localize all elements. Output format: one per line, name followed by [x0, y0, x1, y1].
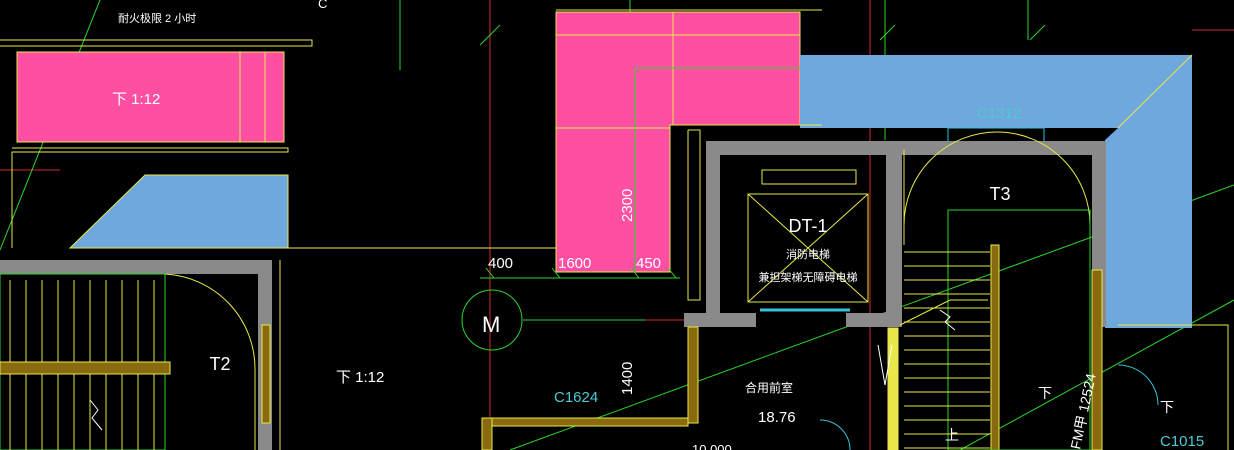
- shaft-right-diagonal: [1117, 54, 1193, 129]
- wall-t2-top: [0, 260, 272, 274]
- window-label-c1015: C1015: [1160, 433, 1204, 450]
- dim-2300: 2300: [619, 189, 636, 222]
- door-swing-right: [1117, 364, 1159, 406]
- stair-t2-label: T2: [209, 354, 230, 374]
- partial-bottom-label: 10.000: [692, 442, 732, 450]
- shaft-areas: [68, 54, 1193, 328]
- partial-c-label: C: [318, 0, 327, 11]
- door-swing-hall: [819, 419, 851, 450]
- ramp-label-top: 下 1:12: [112, 91, 160, 108]
- elevator-desc-line2: 兼担架梯无障碍电梯: [759, 270, 858, 284]
- marker-circle: [461, 289, 523, 351]
- down-label-right: 下: [1038, 385, 1052, 401]
- shaft-right: [800, 55, 1192, 328]
- dimensions: 400 1600 450 2300 1400: [485, 189, 677, 395]
- tick-3: [479, 24, 501, 46]
- elevator-car-box: [747, 193, 869, 303]
- text-labels: 耐火极限 2 小时 下 1:12 下 1:12 C1312 C1624 C101…: [112, 0, 1204, 450]
- columns: [261, 244, 1103, 450]
- wall-left-mid: [11, 147, 289, 248]
- stair-t2-curve: [164, 273, 256, 450]
- dim-1600: 1600: [558, 255, 591, 272]
- dim-tick-2: [551, 267, 561, 279]
- dim-tick-1: [485, 267, 495, 279]
- door-swings: [819, 344, 1159, 450]
- window-label-c1624: C1624: [554, 389, 598, 406]
- door-leaf-mark: [877, 344, 893, 386]
- stair-t3-label: T3: [989, 184, 1010, 204]
- elevator-cross-icon: [747, 193, 869, 303]
- column-t2: [261, 324, 271, 424]
- wall-elevator-top: [706, 141, 1106, 155]
- stair-t3-boundary: [947, 209, 1091, 450]
- wall-post: [687, 129, 701, 301]
- elevator-desc-line1: 消防电梯: [786, 247, 830, 261]
- dim-400: 400: [488, 255, 513, 272]
- circle-marker-icon: M: [461, 289, 523, 351]
- stair-t2-handrail: [0, 361, 171, 375]
- room-area: 18.76: [758, 409, 796, 426]
- dim-tick-4: [667, 267, 677, 279]
- wall-mid: [288, 247, 557, 272]
- stair-t3-curve: [903, 131, 1091, 245]
- stair-t2-break-icon: [89, 399, 103, 431]
- dim-450: 450: [636, 255, 661, 272]
- column-hall-bottom: [481, 417, 689, 427]
- stair-t2: T2: [0, 273, 256, 450]
- wall-elevator-bottom-left: [684, 313, 756, 327]
- stair-handrail-t3: [990, 244, 1000, 450]
- wall-top-left: [0, 39, 313, 47]
- stair-t3: T3 上: [899, 131, 1091, 450]
- tick-1: [879, 24, 896, 41]
- column-t3-right: [1091, 269, 1103, 450]
- stair-direction-arrow-icon: [939, 309, 956, 331]
- stair-up-mark: 上: [945, 427, 959, 443]
- elevator-cross-b: [747, 193, 869, 303]
- wall-elevator-right: [886, 141, 902, 327]
- dim-1400: 1400: [619, 362, 636, 395]
- stair-arrow-path: [899, 299, 988, 326]
- wall-right-low: [1118, 324, 1229, 450]
- wall-elevator-left: [706, 141, 720, 313]
- ramp-areas: [16, 11, 801, 273]
- room-name: 合用前室: [745, 380, 793, 395]
- dim-tick-3: [630, 267, 640, 279]
- tick-2: [1029, 24, 1046, 41]
- down-label-far-right: 下: [1160, 399, 1174, 415]
- column-hall-left: [687, 326, 699, 424]
- stair-t3-steps: [904, 251, 990, 449]
- window-label-c1312: C1312: [977, 105, 1021, 122]
- wall-elevator-bottom-right: [846, 313, 902, 327]
- yellow-outlines: [0, 9, 1229, 450]
- elevator-dt1: DT-1 消防电梯 兼担架梯无障碍电梯: [747, 169, 869, 312]
- elevator-code: DT-1: [788, 216, 827, 236]
- ramp-label-mid: 下 1:12: [336, 369, 384, 386]
- column-yellow-strip: [887, 327, 899, 450]
- column-hall-bottom-left: [481, 417, 493, 450]
- elevator-counterweight: [761, 169, 857, 185]
- marker-label: M: [482, 312, 500, 337]
- fire-rating-label: 耐火极限 2 小时: [118, 11, 196, 25]
